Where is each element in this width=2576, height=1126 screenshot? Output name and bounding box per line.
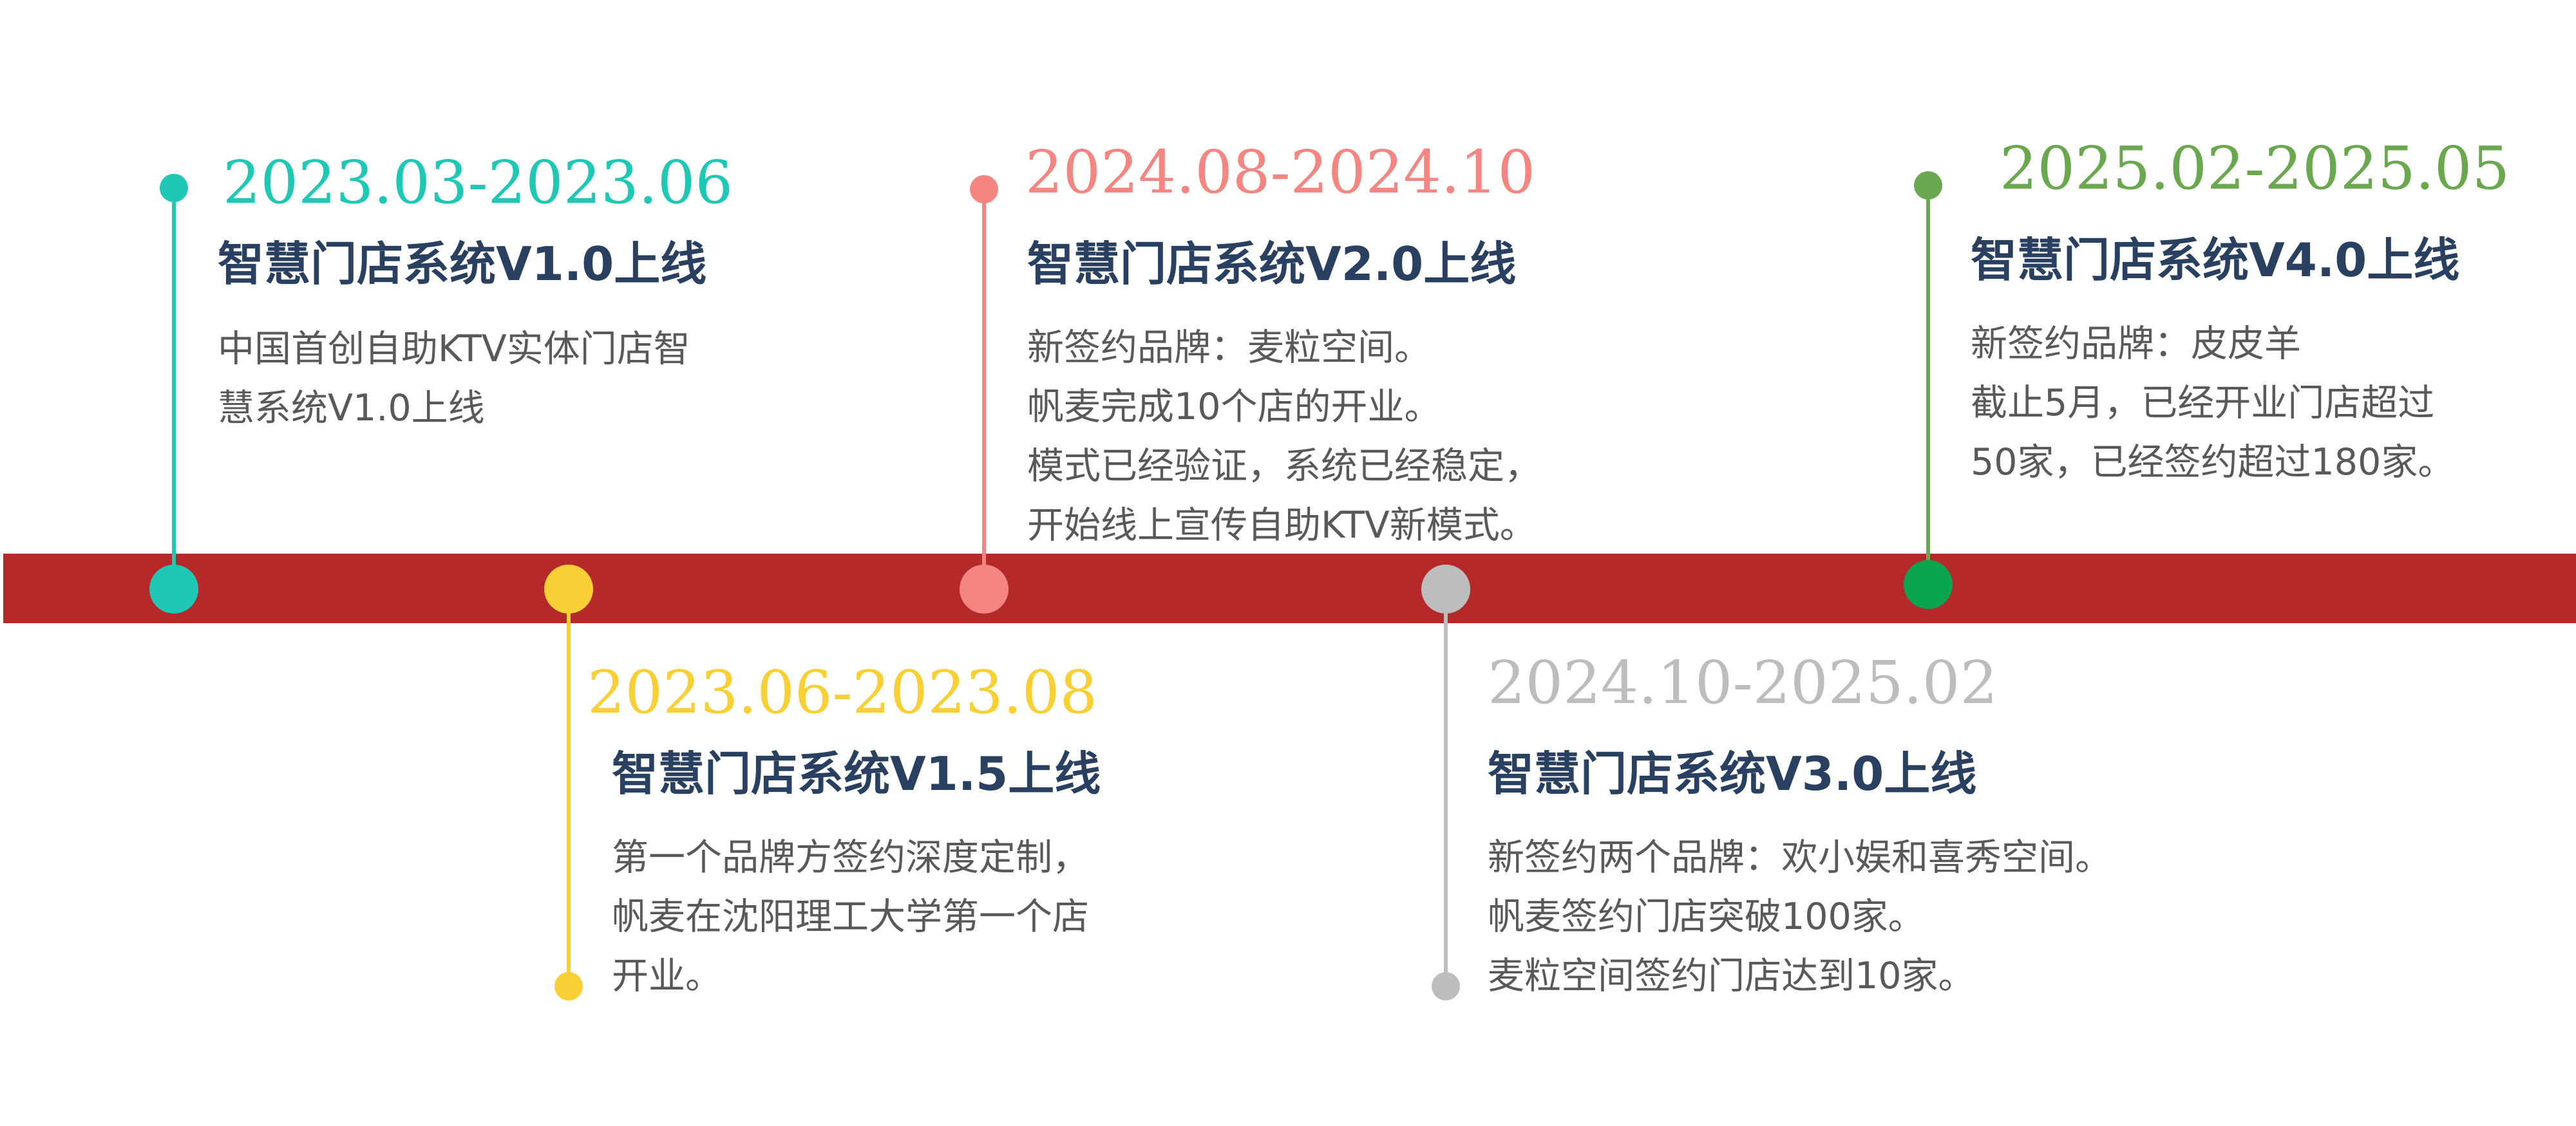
milestone-1-line-1: 中国首创自助KTV实体门店智 (218, 328, 690, 370)
milestone-1-stem (172, 185, 176, 589)
milestone-4-description: 新签约两个品牌：欢小娱和喜秀空间。 帆麦签约门店突破100家。 麦粒空间签约门店… (1488, 828, 2112, 1006)
milestone-2-band-dot (544, 565, 593, 614)
milestone-2-date: 2023.06-2023.08 (587, 658, 1097, 727)
milestone-2-title: 智慧门店系统V1.5上线 (612, 747, 1101, 801)
milestone-5-description: 新签约品牌：皮皮羊 截止5月，已经开业门店超过 50家，已经签约超过180家。 (1971, 314, 2454, 492)
milestone-2-line-2: 帆麦在沈阳理工大学第一个店 (612, 896, 1089, 938)
milestone-3-line-2: 帆麦完成10个店的开业。 (1027, 386, 1441, 428)
milestone-2-line-1: 第一个品牌方签约深度定制， (612, 836, 1089, 879)
milestone-3-line-3: 模式已经验证，系统已经稳定， (1027, 445, 1541, 487)
milestone-3-title: 智慧门店系统V2.0上线 (1027, 237, 1517, 291)
milestone-3-date: 2024.08-2024.10 (1025, 138, 1535, 207)
milestone-5-line-1: 新签约品牌：皮皮羊 (1971, 323, 2301, 365)
milestone-2-bottom-dot (554, 972, 583, 1000)
timeline-band (3, 554, 2576, 623)
milestone-5-line-3: 50家，已经签约超过180家。 (1971, 441, 2455, 483)
milestone-3-description: 新签约品牌：麦粒空间。 帆麦完成10个店的开业。 模式已经验证，系统已经稳定， … (1027, 318, 1541, 555)
milestone-1-top-dot (160, 174, 188, 202)
milestone-4-line-2: 帆麦签约门店突破100家。 (1488, 896, 1925, 938)
milestone-2-stem (567, 589, 571, 988)
milestone-5-title: 智慧门店系统V4.0上线 (1971, 233, 2460, 287)
milestone-3-line-1: 新签约品牌：麦粒空间。 (1027, 326, 1431, 369)
milestone-5-top-dot (1914, 171, 1942, 200)
milestone-4-band-dot (1421, 565, 1470, 614)
milestone-4-line-3: 麦粒空间签约门店达到10家。 (1488, 955, 1975, 997)
milestone-4-date: 2024.10-2025.02 (1488, 648, 1998, 717)
milestone-1-date: 2023.03-2023.06 (223, 148, 733, 217)
milestone-1-title: 智慧门店系统V1.0上线 (218, 237, 707, 291)
milestone-2-line-3: 开业。 (612, 955, 722, 997)
milestone-1-description: 中国首创自助KTV实体门店智 慧系统V1.0上线 (218, 319, 690, 438)
milestone-1-line-2: 慧系统V1.0上线 (218, 387, 485, 429)
milestone-1-band-dot (149, 565, 198, 614)
milestone-3-top-dot (970, 175, 998, 203)
milestone-4-bottom-dot (1432, 972, 1460, 1000)
milestone-4-title: 智慧门店系统V3.0上线 (1488, 747, 1977, 801)
milestone-3-band-dot (960, 565, 1009, 614)
milestone-5-line-2: 截止5月，已经开业门店超过 (1971, 382, 2435, 424)
milestone-4-line-1: 新签约两个品牌：欢小娱和喜秀空间。 (1488, 836, 2112, 879)
milestone-5-stem (1926, 183, 1930, 589)
milestone-2-description: 第一个品牌方签约深度定制， 帆麦在沈阳理工大学第一个店 开业。 (612, 828, 1089, 1006)
milestone-5-date: 2025.02-2025.05 (2000, 134, 2510, 203)
milestone-3-stem (982, 187, 986, 589)
milestone-4-stem (1444, 589, 1448, 987)
milestone-5-band-dot (1904, 560, 1953, 609)
milestone-3-line-4: 开始线上宣传自助KTV新模式。 (1027, 504, 1537, 547)
